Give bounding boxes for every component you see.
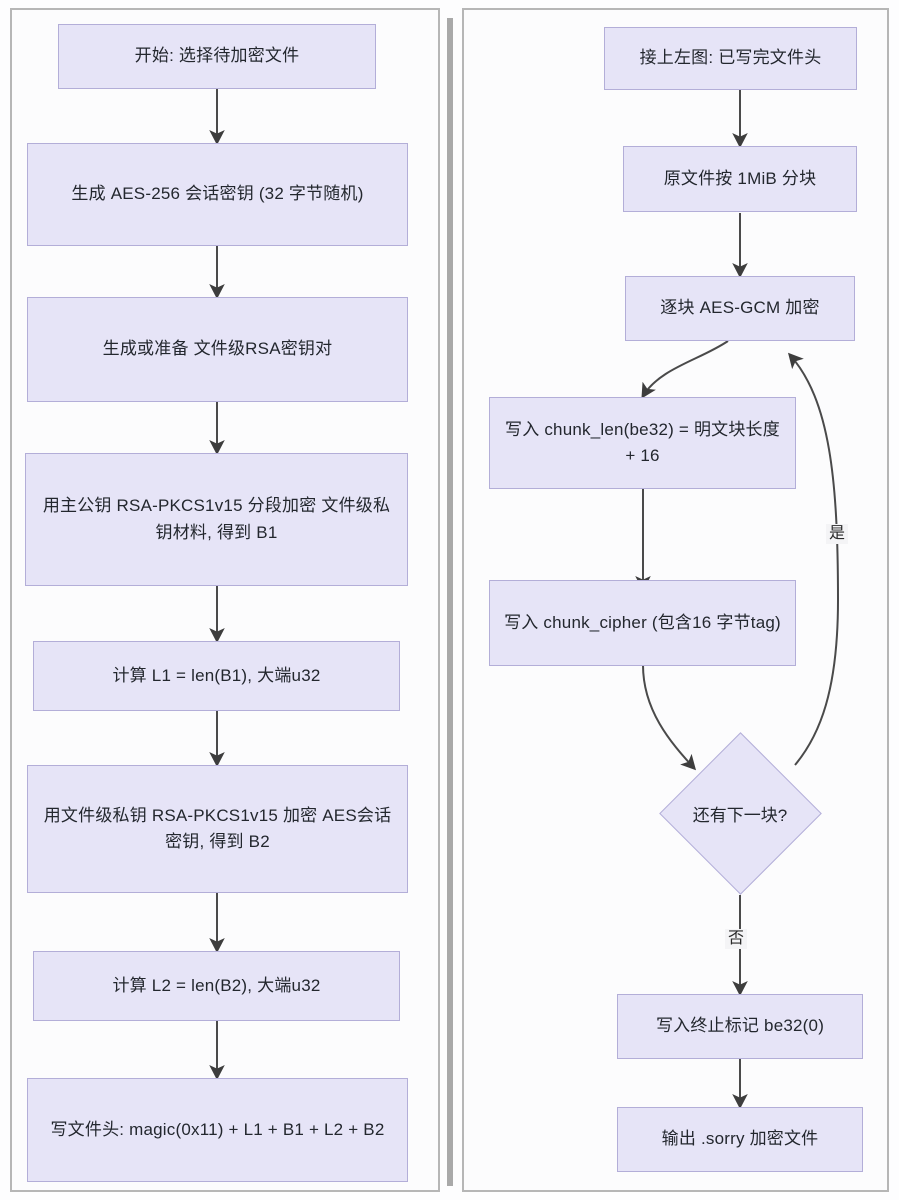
node-label: 写入 chunk_len(be32) = 明文块长度 + 16 (505, 419, 780, 465)
node-label: 写文件头: magic(0x11) + L1 + B1 + L2 + B2 (50, 1119, 385, 1139)
node-prepare-file-rsa-keypair[interactable]: 生成或准备 文件级RSA密钥对 (27, 297, 408, 402)
node-label: 生成 AES-256 会话密钥 (32 字节随机) (71, 184, 364, 204)
node-encrypt-session-key-b2[interactable]: 用文件级私钥 RSA-PKCS1v15 加密 AES会话密钥, 得到 B2 (27, 765, 408, 893)
node-start-select-file[interactable]: 开始: 选择待加密文件 (58, 24, 376, 89)
node-write-file-header[interactable]: 写文件头: magic(0x11) + L1 + B1 + L2 + B2 (27, 1078, 408, 1182)
node-label: 开始: 选择待加密文件 (134, 46, 300, 66)
edge-label-yes: 是 (826, 524, 849, 544)
node-label: 计算 L2 = len(B2), 大端u32 (112, 975, 321, 995)
node-compute-l1[interactable]: 计算 L1 = len(B1), 大端u32 (33, 641, 400, 711)
node-generate-aes-session-key[interactable]: 生成 AES-256 会话密钥 (32 字节随机) (27, 143, 408, 246)
node-split-1mib-chunks[interactable]: 原文件按 1MiB 分块 (623, 146, 857, 212)
node-label: 生成或准备 文件级RSA密钥对 (102, 339, 333, 359)
node-encrypt-private-key-material-b1[interactable]: 用主公钥 RSA-PKCS1v15 分段加密 文件级私钥材料, 得到 B1 (25, 453, 408, 586)
node-aes-gcm-per-chunk[interactable]: 逐块 AES-GCM 加密 (625, 276, 855, 341)
node-label: 用主公钥 RSA-PKCS1v15 分段加密 文件级私钥材料, 得到 B1 (42, 496, 391, 542)
node-compute-l2[interactable]: 计算 L2 = len(B2), 大端u32 (33, 951, 400, 1021)
node-label: 输出 .sorry 加密文件 (661, 1129, 819, 1149)
node-write-chunk-len[interactable]: 写入 chunk_len(be32) = 明文块长度 + 16 (489, 397, 796, 489)
node-label: 计算 L1 = len(B1), 大端u32 (112, 665, 321, 685)
node-write-terminator[interactable]: 写入终止标记 be32(0) (617, 994, 863, 1059)
node-label: 写入终止标记 be32(0) (655, 1016, 825, 1036)
edge-label-no: 否 (725, 929, 748, 949)
node-label: 接上左图: 已写完文件头 (639, 48, 822, 68)
node-label: 写入 chunk_cipher (包含16 字节tag) (504, 612, 781, 632)
panel-divider (447, 18, 453, 1186)
node-output-sorry-file[interactable]: 输出 .sorry 加密文件 (617, 1107, 863, 1172)
node-label: 原文件按 1MiB 分块 (663, 168, 817, 188)
node-continue-header-written[interactable]: 接上左图: 已写完文件头 (604, 27, 857, 90)
node-write-chunk-cipher[interactable]: 写入 chunk_cipher (包含16 字节tag) (489, 580, 796, 666)
node-label: 逐块 AES-GCM 加密 (660, 298, 820, 318)
node-label: 用文件级私钥 RSA-PKCS1v15 加密 AES会话密钥, 得到 B2 (43, 805, 392, 851)
